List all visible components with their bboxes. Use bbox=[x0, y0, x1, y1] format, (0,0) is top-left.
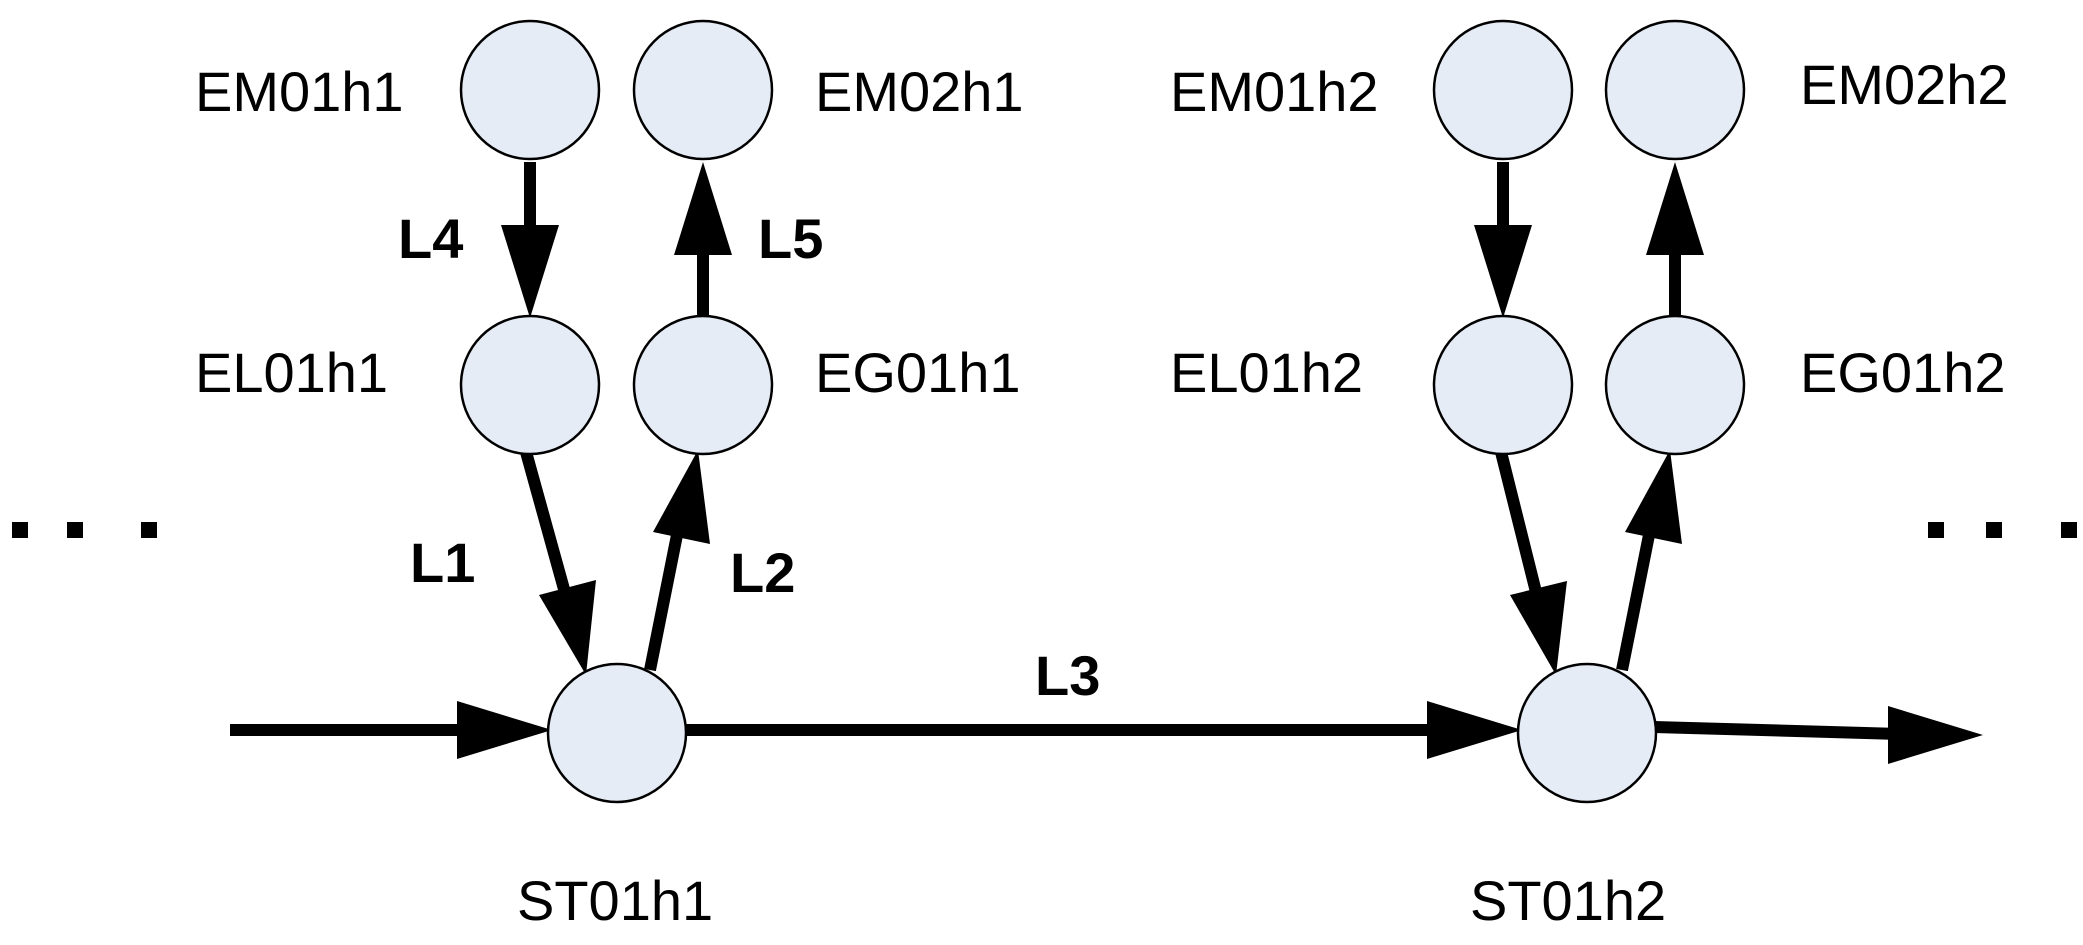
label-st01h1: ST01h1 bbox=[517, 869, 713, 932]
label-el01h1: EL01h1 bbox=[195, 341, 388, 404]
edge-l5 bbox=[674, 162, 732, 320]
label-em01h2: EM01h2 bbox=[1170, 60, 1379, 123]
edge-outgoing-st01h2 bbox=[1653, 706, 1983, 764]
edge-em01h2-el01h2 bbox=[1474, 162, 1532, 318]
node-em01h2 bbox=[1432, 19, 1574, 161]
edge-st01h2-eg01h2 bbox=[1616, 450, 1682, 672]
label-l5: L5 bbox=[758, 207, 823, 270]
edge-el01h2-st01h2 bbox=[1495, 450, 1567, 675]
edge-l3 bbox=[684, 701, 1522, 759]
node-st01h2 bbox=[1516, 662, 1658, 804]
edge-l2 bbox=[644, 450, 710, 672]
node-el01h1 bbox=[459, 314, 601, 456]
node-eg01h2 bbox=[1604, 314, 1746, 456]
edge-eg01h2-em02h2 bbox=[1646, 162, 1704, 320]
node-em02h2 bbox=[1604, 19, 1746, 161]
label-l3: L3 bbox=[1035, 644, 1100, 707]
label-em02h1: EM02h1 bbox=[815, 60, 1024, 123]
label-l2: L2 bbox=[730, 541, 795, 604]
edge-l4 bbox=[501, 162, 559, 318]
label-st01h2: ST01h2 bbox=[1470, 869, 1666, 932]
label-l4: L4 bbox=[398, 207, 463, 270]
label-el01h2: EL01h2 bbox=[1170, 341, 1363, 404]
edge-l1 bbox=[520, 450, 596, 675]
label-eg01h2: EG01h2 bbox=[1800, 341, 2006, 404]
label-em02h2: EM02h2 bbox=[1800, 53, 2009, 116]
label-em01h1: EM01h1 bbox=[195, 60, 404, 123]
node-eg01h1 bbox=[632, 314, 774, 456]
ellipsis-left bbox=[12, 522, 157, 538]
label-l1: L1 bbox=[410, 531, 475, 594]
node-el01h2 bbox=[1432, 314, 1574, 456]
ellipsis-right bbox=[1928, 522, 2077, 538]
node-em01h1 bbox=[459, 19, 601, 161]
edge-incoming-st01h1 bbox=[230, 701, 552, 759]
label-eg01h1: EG01h1 bbox=[815, 341, 1021, 404]
node-st01h1 bbox=[546, 662, 688, 804]
node-em02h1 bbox=[632, 19, 774, 161]
